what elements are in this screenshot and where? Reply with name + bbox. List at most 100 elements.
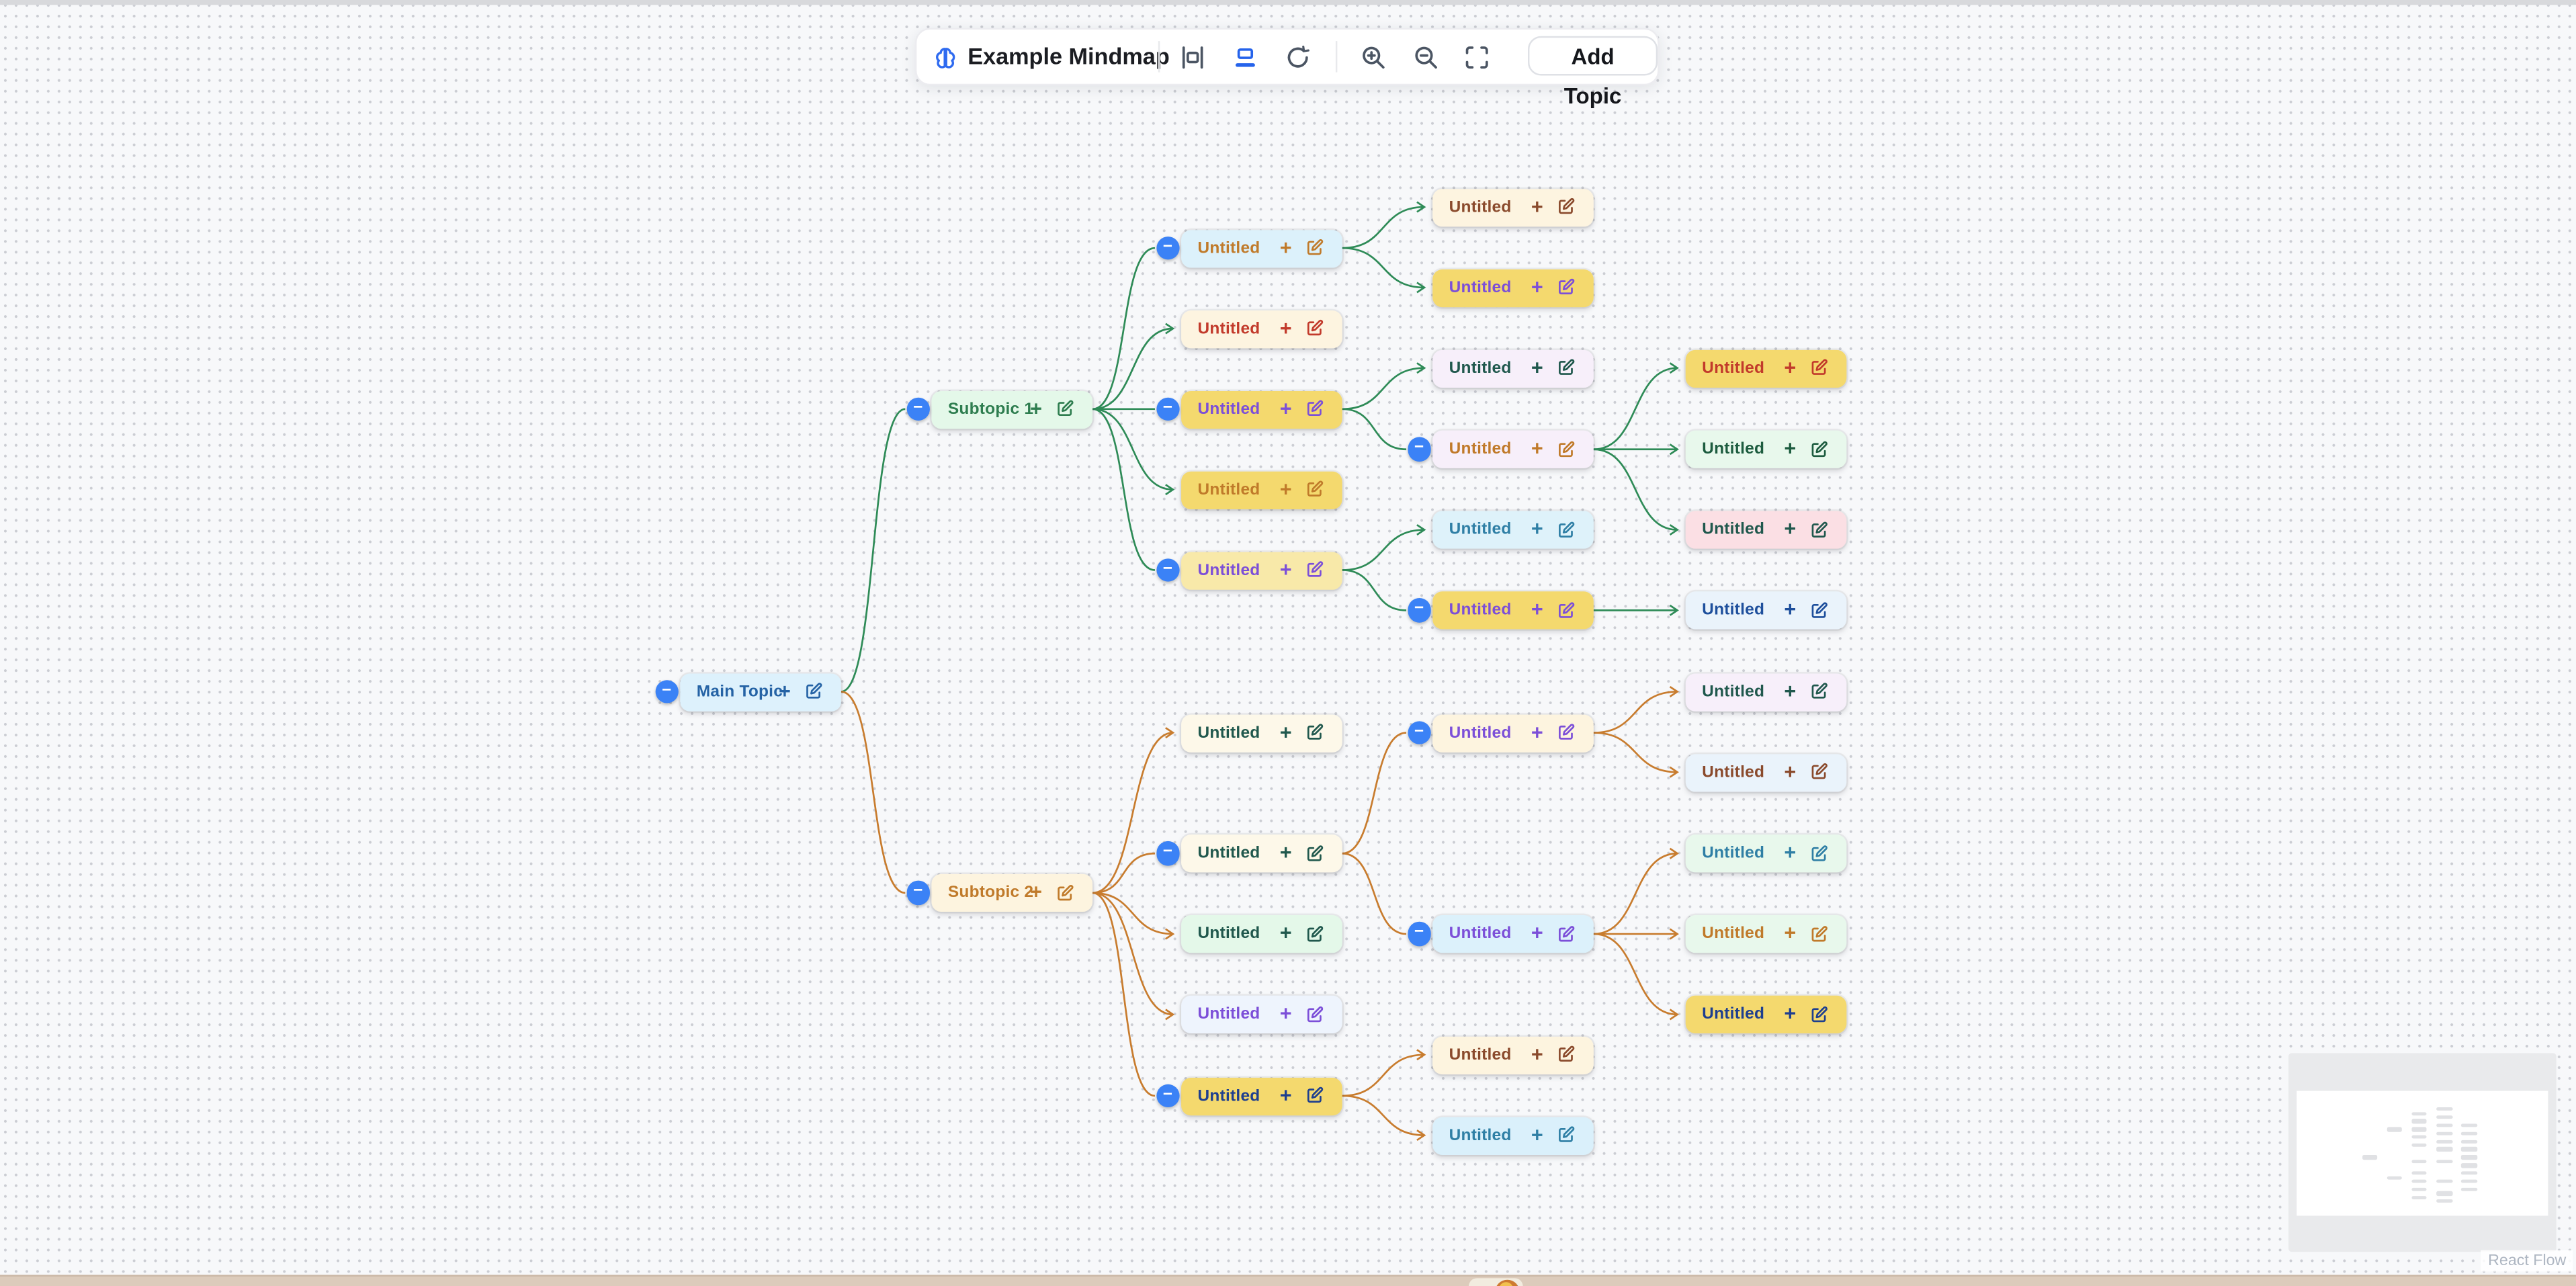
edit-node-icon[interactable]	[1557, 601, 1577, 620]
dock-item[interactable]	[1468, 1277, 1523, 1286]
zoom-out-icon[interactable]	[1412, 44, 1439, 70]
edit-node-icon[interactable]	[1557, 1125, 1577, 1145]
add-child-button[interactable]: +	[1279, 1002, 1292, 1025]
mindmap-node[interactable]: Untitled+	[1432, 1116, 1594, 1154]
collapse-node-button[interactable]: −	[1156, 1083, 1180, 1108]
mindmap-node[interactable]: −Untitled+	[1407, 430, 1594, 468]
add-child-button[interactable]: +	[1279, 558, 1292, 581]
edit-node-icon[interactable]	[1557, 520, 1577, 540]
edit-node-icon[interactable]	[1811, 520, 1830, 540]
react-flow-attribution[interactable]: React Flow	[2481, 1250, 2573, 1272]
mindmap-node[interactable]: Untitled+	[1181, 309, 1342, 348]
minimap[interactable]	[2288, 1053, 2557, 1251]
mindmap-node[interactable]: Untitled+	[1181, 714, 1342, 752]
mindmap-node[interactable]: Untitled+	[1685, 430, 1847, 468]
collapse-node-button[interactable]: −	[654, 679, 679, 703]
mindmap-node[interactable]: Untitled+	[1181, 914, 1342, 953]
mindmap-node[interactable]: Untitled+	[1181, 995, 1342, 1033]
mindmap-node[interactable]: Untitled+	[1432, 1035, 1594, 1074]
collapse-node-button[interactable]: −	[1156, 235, 1180, 260]
add-child-button[interactable]: +	[779, 679, 791, 703]
mindmap-node[interactable]: −Untitled+	[1156, 1076, 1342, 1115]
add-child-button[interactable]: +	[1531, 194, 1543, 218]
add-topic-button[interactable]: Add Topic	[1527, 35, 1658, 108]
edit-node-icon[interactable]	[1306, 924, 1326, 943]
mindmap-node[interactable]: Untitled+	[1432, 187, 1594, 226]
collapse-node-button[interactable]: −	[1407, 598, 1431, 622]
mindmap-node[interactable]: −Untitled+	[1407, 714, 1594, 752]
edit-node-icon[interactable]	[1811, 763, 1830, 782]
add-child-button[interactable]: +	[1784, 437, 1797, 460]
mindmap-node[interactable]: −Untitled+	[1407, 914, 1594, 953]
edit-node-icon[interactable]	[1306, 1086, 1326, 1105]
collapse-node-button[interactable]: −	[1407, 437, 1431, 461]
add-child-button[interactable]: +	[1531, 921, 1543, 945]
edit-node-icon[interactable]	[1306, 318, 1326, 338]
add-child-button[interactable]: +	[1531, 1123, 1543, 1146]
edit-node-icon[interactable]	[1306, 723, 1326, 742]
add-child-button[interactable]: +	[1531, 517, 1543, 541]
edit-node-icon[interactable]	[1811, 844, 1830, 863]
edit-node-icon[interactable]	[1811, 924, 1830, 943]
mindmap-node[interactable]: −Subtopic 1+	[906, 390, 1093, 428]
collapse-node-button[interactable]: −	[1156, 558, 1180, 582]
add-child-button[interactable]: +	[1784, 1002, 1797, 1025]
mindmap-node[interactable]: −Untitled+	[1156, 834, 1342, 873]
add-child-button[interactable]: +	[1279, 1083, 1292, 1107]
mindmap-node[interactable]: Untitled+	[1685, 834, 1847, 873]
mindmap-node[interactable]: −Untitled+	[1156, 551, 1342, 589]
mindmap-node[interactable]: −Untitled+	[1407, 591, 1594, 630]
edit-node-icon[interactable]	[1557, 1045, 1577, 1064]
mindmap-node[interactable]: −Main Topic+	[654, 673, 841, 711]
edit-node-icon[interactable]	[1306, 239, 1326, 258]
mindmap-node[interactable]: −Untitled+	[1156, 390, 1342, 428]
collapse-node-button[interactable]: −	[1407, 720, 1431, 744]
mindmap-node[interactable]: Untitled+	[1181, 470, 1342, 509]
collapse-node-button[interactable]: −	[1156, 841, 1180, 865]
mindmap-node[interactable]: −Untitled+	[1156, 229, 1342, 267]
add-child-button[interactable]: +	[1279, 235, 1292, 259]
dock-app-icon[interactable]	[1494, 1279, 1519, 1286]
edit-node-icon[interactable]	[1056, 883, 1076, 902]
collapse-node-button[interactable]: −	[906, 396, 930, 421]
edit-node-icon[interactable]	[805, 682, 824, 701]
add-child-button[interactable]: +	[1784, 759, 1797, 783]
mindmap-node[interactable]: Untitled+	[1685, 591, 1847, 630]
add-child-button[interactable]: +	[1279, 921, 1292, 945]
mindmap-node[interactable]: Untitled+	[1685, 673, 1847, 711]
edit-node-icon[interactable]	[1557, 277, 1577, 297]
add-child-button[interactable]: +	[1279, 477, 1292, 501]
edit-node-icon[interactable]	[1306, 480, 1326, 499]
edit-node-icon[interactable]	[1557, 358, 1577, 378]
add-child-button[interactable]: +	[1784, 355, 1797, 379]
mindmap-node[interactable]: Untitled+	[1432, 268, 1594, 307]
mindmap-node[interactable]: Untitled+	[1685, 349, 1847, 387]
edit-node-icon[interactable]	[1557, 924, 1577, 943]
edit-node-icon[interactable]	[1557, 723, 1577, 742]
add-child-button[interactable]: +	[1531, 437, 1543, 460]
add-child-button[interactable]: +	[1030, 396, 1042, 420]
add-child-button[interactable]: +	[1279, 316, 1292, 339]
mindmap-node[interactable]: Untitled+	[1685, 914, 1847, 953]
edit-node-icon[interactable]	[1557, 197, 1577, 216]
edit-node-icon[interactable]	[1306, 399, 1326, 419]
add-child-button[interactable]: +	[1030, 880, 1042, 904]
mindmap-node[interactable]: Untitled+	[1685, 753, 1847, 791]
collapse-node-button[interactable]: −	[906, 880, 930, 905]
collapse-node-button[interactable]: −	[1156, 396, 1180, 421]
vertical-layout-icon[interactable]	[1232, 44, 1258, 70]
add-child-button[interactable]: +	[1531, 598, 1543, 621]
add-child-button[interactable]: +	[1531, 720, 1543, 744]
add-child-button[interactable]: +	[1279, 396, 1292, 420]
add-child-button[interactable]: +	[1784, 517, 1797, 541]
refresh-layout-icon[interactable]	[1284, 44, 1310, 70]
mindmap-node[interactable]: Untitled+	[1432, 349, 1594, 387]
edit-node-icon[interactable]	[1811, 358, 1830, 378]
add-child-button[interactable]: +	[1531, 355, 1543, 379]
mindmap-node[interactable]: Untitled+	[1432, 511, 1594, 549]
edit-node-icon[interactable]	[1811, 1004, 1830, 1024]
add-child-button[interactable]: +	[1279, 720, 1292, 744]
add-child-button[interactable]: +	[1784, 841, 1797, 865]
edit-node-icon[interactable]	[1306, 560, 1326, 580]
